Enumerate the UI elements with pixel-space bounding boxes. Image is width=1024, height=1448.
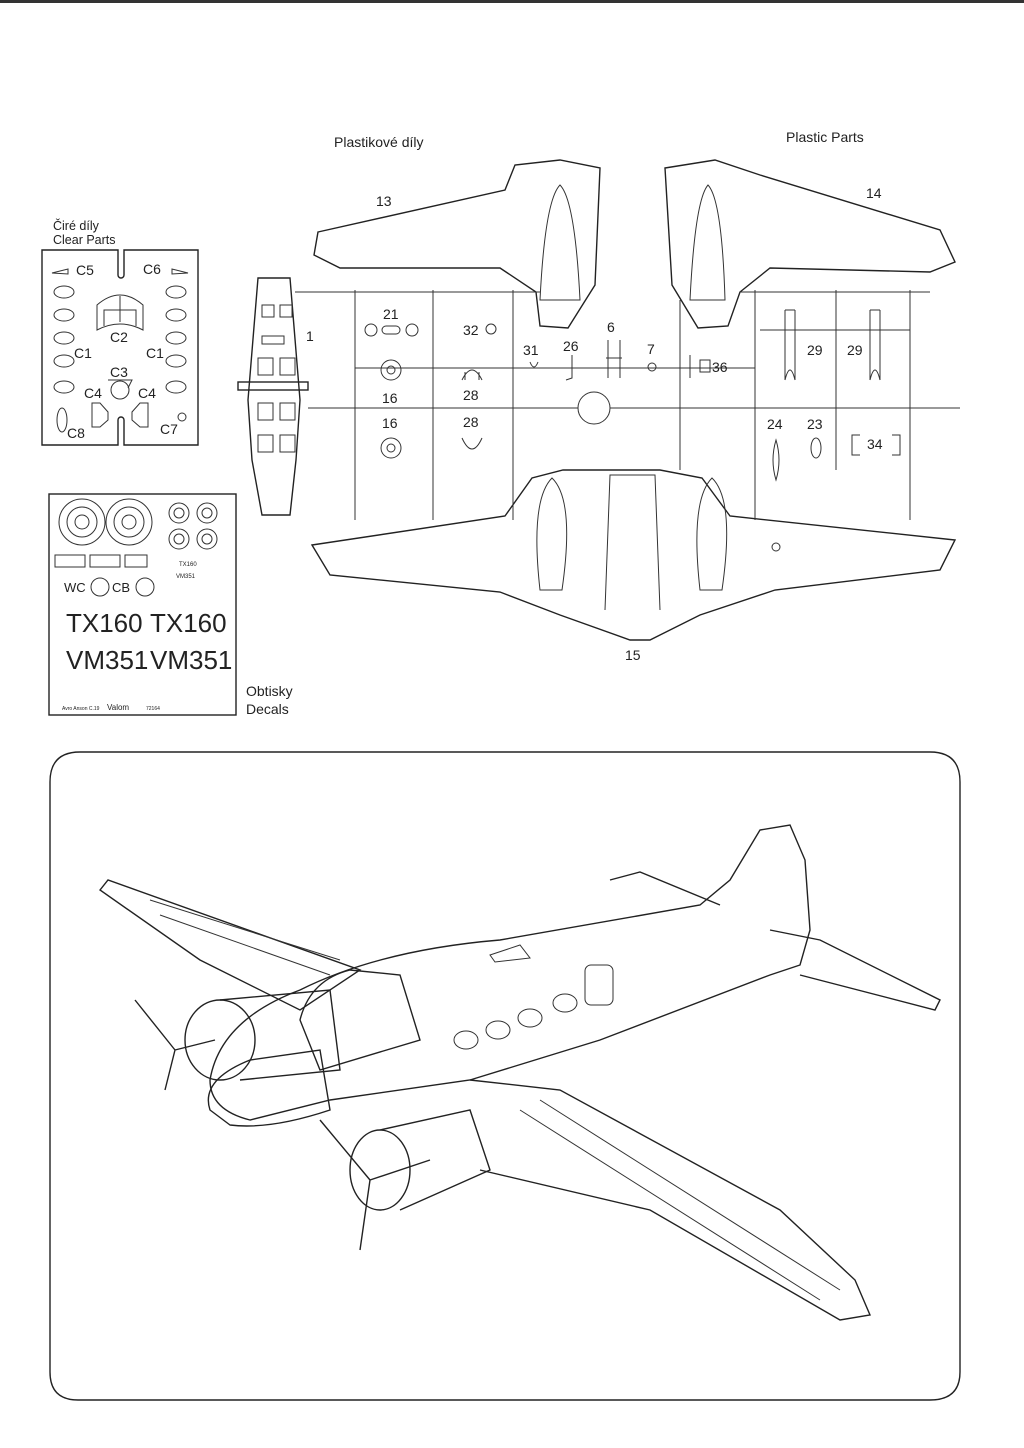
- part-number-28: 28: [463, 414, 479, 430]
- heading-plastic-parts-en: Plastic Parts: [786, 129, 864, 145]
- clear-part-label: C7: [160, 421, 178, 437]
- part-number-13: 13: [376, 193, 392, 209]
- clear-part-label: C8: [67, 425, 85, 441]
- heading-clear-parts-cz: Čiré díly: [53, 219, 99, 233]
- decal-registration: TX160: [150, 608, 227, 638]
- clear-part-label: C5: [76, 262, 94, 278]
- clear-part-label: C6: [143, 261, 161, 277]
- part-number-14: 14: [866, 185, 882, 201]
- part-number-1: 1: [306, 328, 314, 344]
- part-number-21: 21: [383, 306, 399, 322]
- decal-registration: VM351: [66, 645, 148, 675]
- scan-edge-line: [0, 0, 1024, 3]
- part-number-32: 32: [463, 322, 479, 338]
- decal-registration: VM351: [150, 645, 232, 675]
- heading-decals-cz: Obtisky: [246, 683, 293, 699]
- clear-part-label: C1: [146, 345, 164, 361]
- part-number-15: 15: [625, 647, 641, 663]
- part-number-6: 6: [607, 319, 615, 335]
- clear-parts-sprue: C5 C6 C2 C1 C1 C3 C4 C4 C8 C7: [41, 249, 199, 446]
- part-number-31: 31: [523, 342, 539, 358]
- clear-part-label: C1: [74, 345, 92, 361]
- heading-decals-en: Decals: [246, 701, 289, 717]
- clear-part-label: C4: [138, 385, 156, 401]
- part-number-23: 23: [807, 416, 823, 432]
- clear-part-label: C3: [110, 364, 128, 380]
- plastic-parts-sprue: 13 14 1 21 32 6 31 26 7 36 29 29 16 28 1…: [237, 159, 960, 663]
- decal-catalog-number: 72164: [146, 706, 160, 712]
- decal-small-reg: TX160: [179, 562, 197, 568]
- heading-plastic-parts-cz: Plastikové díly: [334, 134, 424, 150]
- decal-code: CB: [112, 580, 130, 595]
- part-number-34: 34: [867, 436, 883, 452]
- part-number-16: 16: [382, 415, 398, 431]
- clear-part-label: C2: [110, 329, 128, 345]
- part-number-26: 26: [563, 338, 579, 354]
- part-number-16: 16: [382, 390, 398, 406]
- part-number-28: 28: [463, 387, 479, 403]
- part-number-24: 24: [767, 416, 783, 432]
- aircraft-illustration-panel: [49, 751, 961, 1401]
- decal-model-name: Avro Anson C.19: [62, 706, 100, 712]
- decal-sheet: WC CB TX160 VM351 TX160 TX160 VM351 VM35…: [48, 493, 237, 716]
- decal-code: WC: [64, 580, 86, 595]
- decal-brand: Valom: [107, 703, 129, 712]
- part-number-29: 29: [847, 342, 863, 358]
- decal-small-reg: VM351: [176, 574, 196, 580]
- part-number-29: 29: [807, 342, 823, 358]
- decal-registration: TX160: [66, 608, 143, 638]
- aircraft-drawing: [98, 824, 941, 1321]
- part-number-7: 7: [647, 341, 655, 357]
- clear-part-label: C4: [84, 385, 102, 401]
- part-number-36: 36: [712, 359, 728, 375]
- heading-clear-parts-en: Clear Parts: [53, 233, 116, 247]
